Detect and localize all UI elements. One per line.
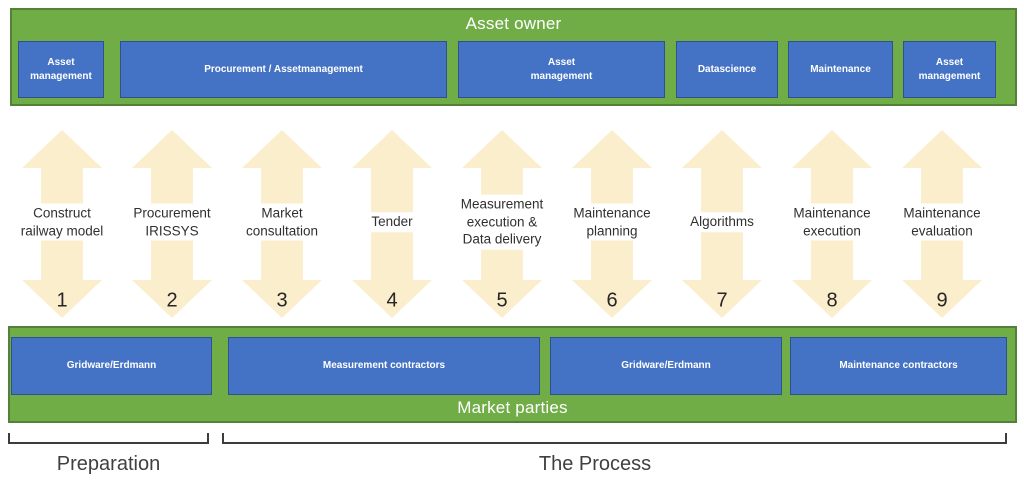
- process-step-number: 9: [936, 289, 948, 312]
- phase-label-the-process: The Process: [538, 453, 652, 475]
- role-box-label: Procurement / Assetmanagement: [204, 63, 363, 75]
- role-box-label: Gridware/Erdmann: [66, 360, 157, 371]
- process-step-6: Maintenance planning 6: [557, 128, 667, 320]
- market-party-box-2: Measurement contractors: [228, 337, 540, 395]
- process-step-number: 4: [386, 289, 398, 312]
- market-party-box-1: Gridware/Erdmann: [11, 337, 212, 395]
- role-box-label: Asset management: [30, 56, 92, 82]
- asset-owner-box-3: Asset management: [458, 41, 665, 98]
- process-step-7: Algorithms 7: [667, 128, 777, 320]
- role-box-label: Asset management: [530, 56, 593, 82]
- process-steps: Construct railway model 1 Procurement IR…: [0, 128, 1024, 320]
- role-box-label: Measurement contractors: [322, 360, 446, 371]
- asset-owner-box-4: Datascience: [676, 41, 778, 98]
- process-step-label: Measurement execution & Data delivery: [457, 194, 547, 250]
- process-step-9: Maintenance evaluation 9: [887, 128, 997, 320]
- asset-owner-band: Asset owner Asset management Procurement…: [10, 8, 1017, 106]
- market-party-box-4: Maintenance contractors: [790, 337, 1007, 395]
- process-step-number: 2: [166, 289, 178, 312]
- process-step-5: Measurement execution & Data delivery 5: [447, 128, 557, 320]
- process-step-label: Maintenance execution: [790, 203, 874, 241]
- process-step-8: Maintenance execution 8: [777, 128, 887, 320]
- process-step-3: Market consultation 3: [227, 128, 337, 320]
- process-step-number: 5: [496, 289, 508, 312]
- process-step-label: Procurement IRISSYS: [130, 203, 214, 241]
- market-parties-band: Market parties Gridware/Erdmann Measurem…: [8, 326, 1017, 423]
- process-step-label: Maintenance evaluation: [900, 203, 984, 241]
- preparation-bracket: [8, 433, 209, 444]
- process-step-number: 6: [606, 289, 618, 312]
- process-step-4: Tender 4: [337, 128, 447, 320]
- role-box-label: Gridware/Erdmann: [621, 360, 711, 371]
- process-step-number: 7: [716, 289, 728, 312]
- asset-owner-box-6: Asset management: [903, 41, 996, 98]
- asset-owner-box-1: Asset management: [18, 41, 104, 98]
- process-step-1: Construct railway model 1: [7, 128, 117, 320]
- role-box-label: Maintenance: [810, 63, 871, 75]
- process-step-2: Procurement IRISSYS 2: [117, 128, 227, 320]
- role-box-label: Datascience: [697, 63, 757, 75]
- role-box-label: Asset management: [918, 56, 981, 82]
- market-parties-title: Market parties: [457, 398, 568, 417]
- process-bracket: [222, 433, 1007, 444]
- role-box-label: Maintenance contractors: [839, 360, 958, 371]
- asset-owner-box-5: Maintenance: [788, 41, 893, 98]
- asset-owner-title: Asset owner: [465, 14, 562, 33]
- phase-label-preparation: Preparation: [56, 453, 161, 475]
- process-step-label: Maintenance planning: [570, 203, 654, 241]
- process-step-number: 8: [826, 289, 838, 312]
- process-step-label: Algorithms: [687, 212, 757, 232]
- market-party-box-3: Gridware/Erdmann: [550, 337, 782, 395]
- process-step-number: 1: [56, 289, 68, 312]
- process-step-label: Construct railway model: [17, 203, 107, 241]
- process-step-label: Market consultation: [242, 203, 322, 241]
- asset-owner-box-2: Procurement / Assetmanagement: [120, 41, 447, 98]
- process-step-number: 3: [276, 289, 288, 312]
- process-step-label: Tender: [368, 212, 416, 232]
